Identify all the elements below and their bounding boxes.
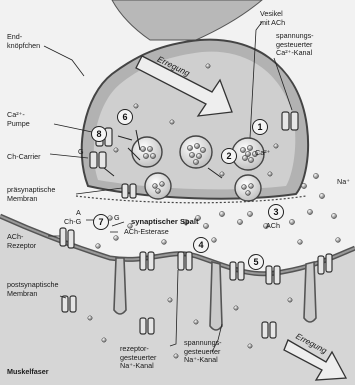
label-ach-rezeptor: ACh- Rezeptor bbox=[7, 233, 36, 250]
marker-2: 2 bbox=[221, 148, 237, 164]
label-synaptischer-spalt: synaptischer Spalt bbox=[131, 218, 199, 227]
label-ca-pumpe: Ca²⁺- Pumpe bbox=[7, 111, 30, 128]
label-ch-carrier: Ch-Carrier bbox=[7, 153, 41, 162]
label-na: Na⁺ bbox=[337, 178, 350, 187]
marker-4: 4 bbox=[193, 237, 209, 253]
label-vesikel-mit-ach: Vesikel mit ACh bbox=[260, 10, 285, 27]
marker-8: 8 bbox=[91, 126, 107, 142]
label-postsynaptische-membran: postsynaptische Membran bbox=[7, 281, 59, 298]
marker-7: 7 bbox=[93, 214, 109, 230]
label-muskelfaser: Muskelfaser bbox=[7, 368, 49, 377]
marker-6: 6 bbox=[117, 109, 133, 125]
axon bbox=[112, 0, 262, 40]
label-praesynaptische-membran: präsynaptische Membran bbox=[7, 186, 55, 203]
label-ca2: Ca²⁺ bbox=[255, 149, 270, 158]
label-spannung-na-kanal: spannungs- gesteuerter Na⁺-Kanal bbox=[184, 339, 222, 365]
label-ca-kanal: spannungs- gesteuerter Ca²⁺-Kanal bbox=[276, 32, 314, 58]
label-endknoepfchen: End- knöpfchen bbox=[7, 33, 40, 50]
marker-1: 1 bbox=[252, 119, 268, 135]
marker-5: 5 bbox=[248, 254, 264, 270]
label-g-carrier: G bbox=[78, 148, 84, 157]
label-ach-esterase: ACh-Esterase bbox=[124, 228, 169, 237]
label-g: G bbox=[114, 214, 120, 223]
label-ach: ACh bbox=[266, 222, 280, 231]
label-rezeptor-na-kanal: rezeptor- gesteuerter Na⁺-Kanal bbox=[120, 345, 156, 371]
label-ch-g: Ch-G bbox=[64, 218, 81, 227]
marker-3: 3 bbox=[268, 204, 284, 220]
